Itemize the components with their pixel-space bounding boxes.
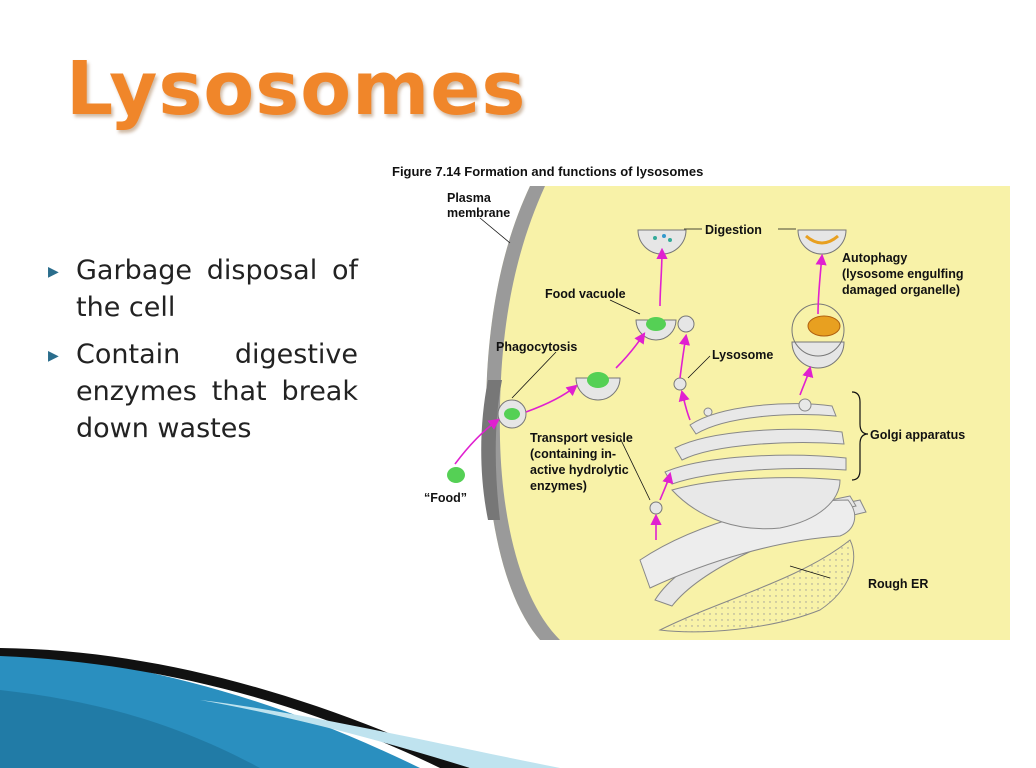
footer-swoosh-light bbox=[200, 700, 560, 768]
food-particle bbox=[447, 467, 465, 483]
label-transport-vesicle: Transport vesicle (containing in- active… bbox=[530, 431, 636, 493]
label-food-vacuole: Food vacuole bbox=[545, 287, 626, 301]
bullet-list: ▶ Garbage disposal of the cell ▶ Contain… bbox=[48, 252, 358, 457]
triangle-bullet-icon: ▶ bbox=[48, 264, 59, 280]
bullet-text: Contain digestive enzymes that break dow… bbox=[76, 339, 358, 444]
label-digestion: Digestion bbox=[705, 223, 762, 237]
label-autophagy: Autophagy (lysosome engulfing damaged or… bbox=[842, 251, 967, 297]
bullet-item: ▶ Contain digestive enzymes that break d… bbox=[48, 336, 358, 447]
mitochondrion bbox=[807, 315, 841, 337]
autophagy-vesicle bbox=[791, 341, 845, 369]
label-food: “Food” bbox=[424, 491, 467, 505]
bullet-item: ▶ Garbage disposal of the cell bbox=[48, 252, 358, 326]
figure-caption: Figure 7.14 Formation and functions of l… bbox=[392, 164, 704, 179]
bullet-text: Garbage disposal of the cell bbox=[76, 255, 358, 323]
pathway-arrows bbox=[454, 247, 827, 540]
label-golgi-apparatus: Golgi apparatus bbox=[870, 428, 965, 442]
golgi-apparatus bbox=[664, 398, 847, 530]
label-plasma-membrane: Plasma membrane bbox=[447, 191, 510, 220]
triangle-bullet-icon: ▶ bbox=[48, 348, 59, 364]
label-phagocytosis: Phagocytosis bbox=[496, 340, 577, 354]
footer-swoosh-dark bbox=[0, 648, 470, 768]
label-rough-er: Rough ER bbox=[868, 577, 928, 591]
slide-title: Lysosomes bbox=[66, 46, 527, 132]
phagocytosis-vesicle bbox=[575, 377, 621, 401]
label-lysosome: Lysosome bbox=[712, 348, 773, 362]
plasma-membrane bbox=[485, 186, 560, 640]
